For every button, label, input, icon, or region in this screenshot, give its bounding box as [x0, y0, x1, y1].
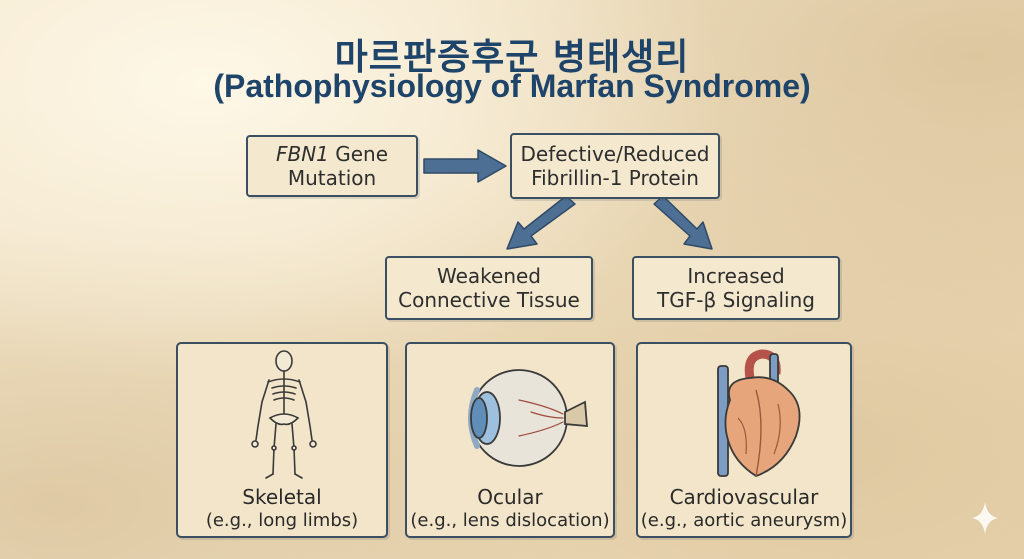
panel-ocular: Ocular (e.g., lens dislocation)	[405, 342, 615, 538]
node-tissue-line1: Weakened	[436, 264, 541, 288]
title-korean: 마르판증후군 병태생리	[334, 37, 690, 78]
node-protein-line2: Fibrillin-1 Protein	[531, 166, 699, 190]
eye-icon	[468, 369, 588, 467]
gene-name: FBN1	[275, 142, 329, 166]
node-tgf-line2: TGF-β Signaling	[657, 288, 815, 312]
node-protein-line1: Defective/Reduced	[520, 142, 710, 166]
ocular-label: Ocular	[477, 485, 543, 509]
node-fibrillin-protein: Defective/Reduced Fibrillin-1 Protein	[510, 133, 720, 199]
node-increased-tgf-beta: Increased TGF-β Signaling	[632, 256, 840, 320]
node-gene-line2: Mutation	[287, 166, 377, 190]
cardiovascular-label: Cardiovascular	[669, 485, 819, 509]
node-tissue-line2: Connective Tissue	[398, 288, 580, 312]
arrow-protein-to-tissue	[506, 195, 576, 250]
skeletal-label: Skeletal	[242, 485, 322, 509]
skeleton-icon	[251, 350, 317, 479]
node-weakened-connective-tissue: Weakened Connective Tissue	[385, 256, 593, 320]
node-fbn1-gene-mutation: FBN1 Gene Mutation	[246, 135, 418, 197]
title-english: (Pathophysiology of Marfan Syndrome)	[213, 68, 811, 104]
node-gene-line1: FBN1 Gene	[276, 142, 388, 166]
panel-skeletal: Skeletal (e.g., long limbs)	[176, 342, 388, 538]
arrow-gene-to-protein	[423, 149, 507, 183]
heart-icon	[717, 349, 801, 477]
cardiovascular-example: (e.g., aortic aneurysm)	[640, 510, 848, 531]
skeletal-example: (e.g., long limbs)	[205, 510, 359, 531]
arrow-protein-to-tgf	[653, 195, 713, 250]
sparkle-icon	[972, 502, 998, 534]
gene-label: Gene	[328, 142, 389, 166]
panel-cardiovascular: Cardiovascular (e.g., aortic aneurysm)	[636, 342, 852, 538]
node-tgf-line1: Increased	[687, 264, 785, 288]
ocular-example: (e.g., lens dislocation)	[410, 510, 610, 531]
